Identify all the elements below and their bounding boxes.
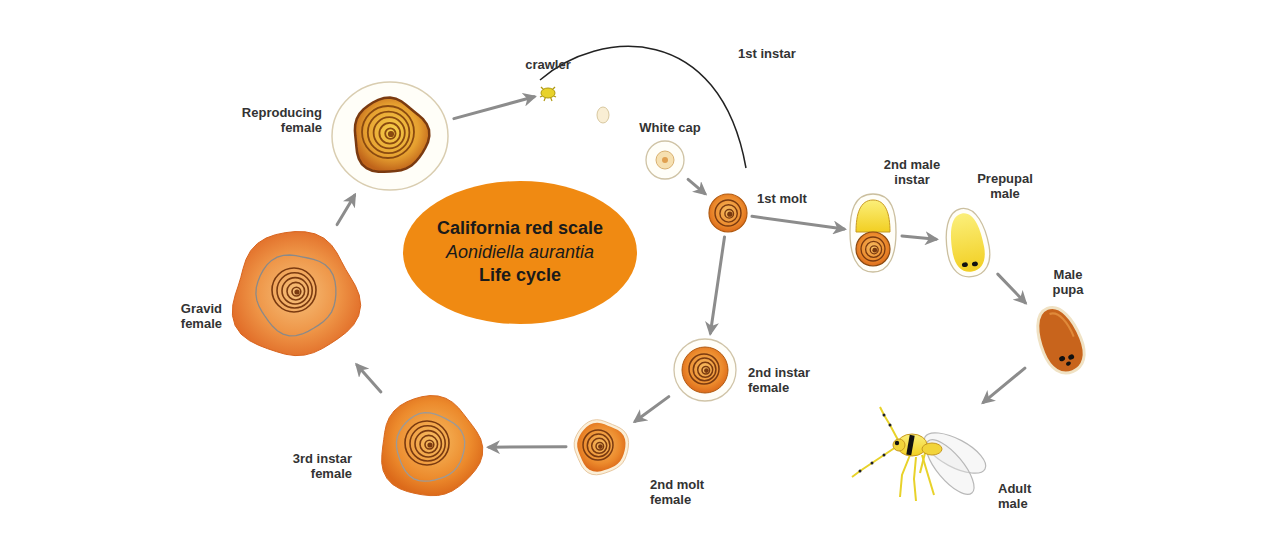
scale-illustration xyxy=(330,80,450,192)
stage-arrow xyxy=(688,179,705,193)
stage-label: White cap xyxy=(625,121,715,136)
stage-label: 1st molt xyxy=(757,192,827,207)
scale-illustration xyxy=(228,228,362,362)
stage-arrow xyxy=(454,97,534,119)
stage-arrow xyxy=(710,237,724,333)
stage-figure: Gravid female xyxy=(228,228,362,362)
scale-illustration xyxy=(1028,302,1092,376)
scale-illustration xyxy=(850,405,990,505)
instar-bracket xyxy=(540,46,746,168)
common-name: California red scale xyxy=(437,217,603,240)
stage-arrow xyxy=(902,236,936,239)
stage-figure: 2nd molt female xyxy=(570,418,632,475)
stage-label: 3rd instar female xyxy=(270,452,352,482)
stage-label: crawler xyxy=(513,58,583,73)
stage-arrow xyxy=(635,397,669,422)
stage-arrow xyxy=(998,274,1025,303)
scale-illustration xyxy=(570,418,632,475)
egg-oval xyxy=(597,107,609,123)
stage-arrow xyxy=(489,445,566,449)
stage-label: 2nd molt female xyxy=(650,478,722,508)
scale-illustration xyxy=(645,140,685,180)
stage-arrow xyxy=(983,368,1025,402)
scale-illustration xyxy=(940,205,995,280)
stage-figure: Reproducing female xyxy=(330,80,450,192)
stage-group-label: 1st instar xyxy=(738,46,796,61)
stage-figure: Prepupal male xyxy=(940,205,995,280)
stage-figure: crawler xyxy=(538,83,558,103)
stage-label: Reproducing female xyxy=(227,106,322,136)
scale-illustration xyxy=(708,193,748,233)
stage-label: Adult male xyxy=(998,482,1046,512)
scale-illustration xyxy=(375,395,485,500)
stage-arrow xyxy=(357,365,381,392)
stage-figure: 2nd male instar xyxy=(848,192,898,274)
stage-label: 2nd male instar xyxy=(877,158,947,188)
stage-arrow xyxy=(337,195,354,224)
stage-figure: 1st molt xyxy=(708,193,748,233)
stage-label: Prepupal male xyxy=(970,172,1040,202)
stage-label: Gravid female xyxy=(164,302,222,332)
stage-figure: 2nd instar female xyxy=(672,337,738,403)
scale-illustration xyxy=(848,192,898,274)
stage-arrow xyxy=(752,216,844,229)
scale-illustration xyxy=(672,337,738,403)
stage-label: 2nd instar female xyxy=(748,366,830,396)
stage-figure: 3rd instar female xyxy=(375,395,485,500)
title-ellipse: California red scaleAonidiella aurantiaL… xyxy=(402,180,638,325)
stage-figure: Adult male xyxy=(850,405,990,505)
stage-figure: Male pupa xyxy=(1028,302,1092,376)
species-name: Aonidiella aurantia xyxy=(446,241,594,264)
stage-label: Male pupa xyxy=(1044,268,1092,298)
diagram-title: Life cycle xyxy=(479,264,561,287)
scale-illustration xyxy=(538,83,558,103)
stage-figure: White cap xyxy=(645,140,685,180)
